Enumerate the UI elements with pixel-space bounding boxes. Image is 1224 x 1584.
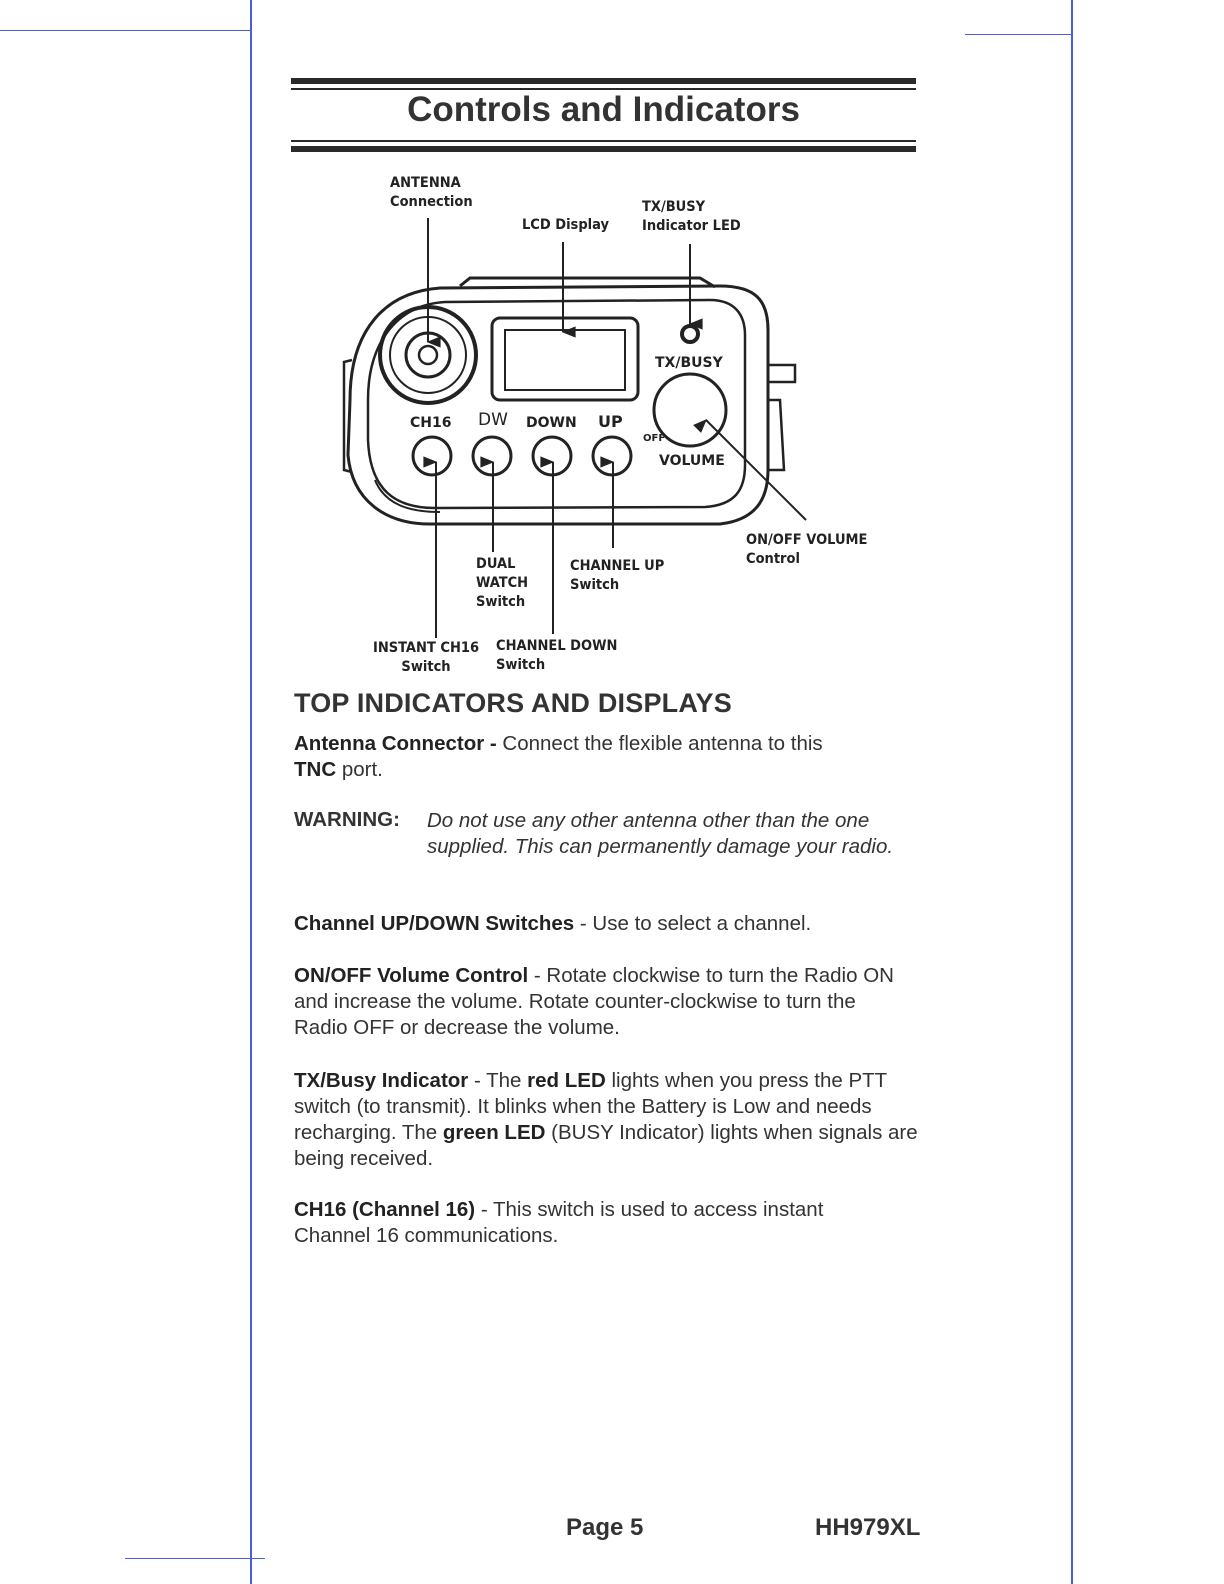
title-rule-top	[291, 78, 916, 84]
radio-front-panel	[366, 298, 747, 510]
footer-page-number: Page 5	[566, 1514, 644, 1541]
radio-label-down: DOWN	[526, 415, 577, 431]
title-rule-bottom-thin	[291, 140, 916, 142]
onoff-term: ON/OFF Volume Control	[294, 964, 529, 987]
radio-label-off: OFF	[643, 433, 665, 444]
callout-dualwatch: DUAL WATCH Switch	[476, 555, 528, 612]
onoff-paragraph: ON/OFF Volume Control - Rotate clockwise…	[294, 963, 894, 1041]
radio-diagram: CH16 DW DOWN UP TX/BUSY OFF VOLUME	[342, 218, 807, 638]
callout-onoff: ON/OFF VOLUME Control	[746, 531, 867, 569]
leader-onoff	[693, 419, 807, 521]
callout-dualwatch-line2: WATCH	[476, 575, 529, 591]
callout-antenna: ANTENNA Connection	[390, 174, 473, 212]
lcd-display-frame	[490, 316, 640, 402]
scan-margin-line-left	[250, 0, 252, 1584]
callout-txbusy: TX/BUSY Indicator LED	[642, 198, 741, 236]
antenna-term: Antenna Connector -	[294, 732, 497, 755]
callout-instant-line2: Switch	[401, 659, 451, 675]
txbusy-text2: lights when you press the PTT switch (to…	[294, 1069, 887, 1144]
antenna-connector-pin	[417, 344, 439, 366]
antenna-text: Connect the flexible antenna to this	[496, 732, 823, 755]
title-rule-top-thin	[291, 88, 916, 90]
footer-model: HH979XL	[815, 1514, 921, 1541]
radio-label-dw: DW	[478, 410, 508, 430]
callout-lcd: LCD Display	[522, 216, 609, 235]
radio-label-up: UP	[598, 412, 623, 431]
ch16-term: CH16 (Channel 16)	[294, 1198, 476, 1221]
callout-dualwatch-line1: DUAL	[476, 556, 516, 572]
txbusy-green-led: green LED	[442, 1121, 546, 1144]
radio-label-ch16: CH16	[410, 415, 451, 431]
txbusy-paragraph: TX/Busy Indicator - The red LED lights w…	[294, 1068, 924, 1172]
callout-lcd-line1: LCD Display	[522, 217, 609, 233]
page-title: Controls and Indicators	[407, 90, 800, 129]
scan-margin-line-top-right	[965, 34, 1071, 35]
ch16-button	[411, 435, 453, 477]
channel-text: - Use to select a channel.	[574, 912, 812, 935]
callout-antenna-line2: Connection	[390, 194, 473, 210]
callout-chup-line1: CHANNEL UP	[570, 558, 665, 574]
antenna-paragraph: Antenna Connector - Connect the flexible…	[294, 731, 934, 783]
scan-margin-line-bottom	[125, 1558, 265, 1559]
scan-margin-line-right	[1071, 0, 1073, 1584]
antenna-text2: port.	[336, 758, 383, 781]
ch16-text: - This switch is used to access instant …	[294, 1198, 824, 1247]
warning-text: Do not use any other antenna other than …	[427, 809, 894, 858]
antenna-term-tnc: TNC	[294, 758, 337, 781]
radio-top-ridge	[459, 276, 716, 289]
txbusy-term: TX/Busy Indicator	[294, 1069, 469, 1092]
callout-instant-line1: INSTANT CH16	[373, 640, 480, 656]
lcd-display-screen	[504, 329, 626, 391]
callout-txbusy-line1: TX/BUSY	[642, 199, 706, 215]
callout-chdown-line1: CHANNEL DOWN	[496, 638, 618, 654]
callout-chup-line2: Switch	[570, 577, 620, 593]
callout-chdown: CHANNEL DOWN Switch	[496, 637, 617, 675]
callout-dualwatch-line3: Switch	[476, 594, 526, 610]
radio-label-volume: VOLUME	[659, 453, 725, 469]
radio-belt-clip	[768, 363, 797, 384]
channel-paragraph: Channel UP/DOWN Switches - Use to select…	[294, 911, 934, 937]
onoff-text: - Rotate clockwise to turn the Radio ON …	[294, 964, 894, 1039]
callout-chup: CHANNEL UP Switch	[570, 557, 664, 595]
callout-txbusy-line2: Indicator LED	[642, 218, 741, 234]
channel-term: Channel UP/DOWN Switches	[294, 912, 575, 935]
radio-right-grip	[768, 398, 786, 472]
callout-onoff-line1: ON/OFF VOLUME	[746, 532, 868, 548]
txbusy-led	[680, 324, 700, 344]
section-heading: TOP INDICATORS AND DISPLAYS	[294, 688, 732, 718]
volume-knob	[652, 372, 728, 448]
radio-label-txbusy: TX/BUSY	[655, 355, 724, 371]
radio-bottom-lip	[374, 479, 441, 513]
txbusy-text3: (BUSY Indicator) lights when signals are…	[294, 1121, 918, 1170]
radio-left-edge	[342, 358, 353, 474]
ch16-paragraph: CH16 (Channel 16) - This switch is used …	[294, 1197, 904, 1249]
title-rule-bottom	[291, 146, 916, 152]
callout-chdown-line2: Switch	[496, 657, 546, 673]
radio-body-outline	[346, 284, 770, 526]
callout-onoff-line2: Control	[746, 551, 800, 567]
callout-antenna-line1: ANTENNA	[390, 175, 461, 191]
warning-label: WARNING:	[294, 808, 400, 831]
callout-instant: INSTANT CH16 Switch	[373, 639, 479, 677]
txbusy-red-led: red LED	[527, 1069, 606, 1092]
txbusy-text1: - The	[468, 1069, 528, 1092]
scan-margin-line-top-left	[0, 30, 250, 31]
